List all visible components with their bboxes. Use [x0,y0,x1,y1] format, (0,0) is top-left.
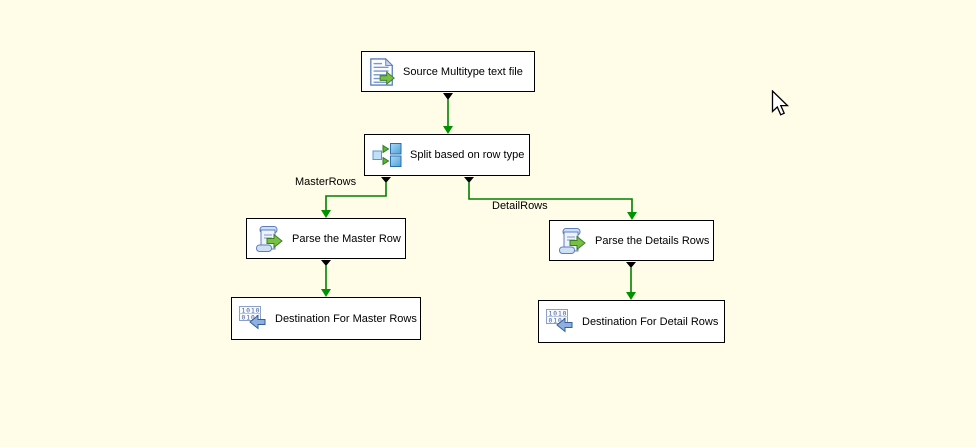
svg-text:1010: 1010 [242,307,261,314]
node-label: Source Multitype text file [403,65,523,78]
node-destination-for-master-rows[interactable]: 1010 0101 Destination For Master Rows [231,297,421,340]
node-label: Split based on row type [410,149,525,161]
conditional-split-icon [372,143,402,167]
flat-file-source-icon [370,57,395,86]
svg-text:0101: 0101 [242,314,261,321]
node-label: Parse the Master Row [292,232,401,245]
mouse-cursor-icon [771,90,790,116]
node-parse-the-details-rows[interactable]: Parse the Details Rows [549,220,714,261]
node-destination-for-detail-rows[interactable]: 1010 0101 Destination For Detail Rows [538,300,725,343]
connector-source-to-split[interactable] [443,93,453,134]
connection-label-detailrows: DetailRows [492,200,548,212]
script-component-icon [256,225,283,252]
connector-split-to-parse-detail[interactable] [464,177,637,220]
node-split-based-on-row-type[interactable]: Split based on row type [364,134,530,176]
svg-text:1010: 1010 [549,310,568,317]
node-parse-the-master-row[interactable]: Parse the Master Row [246,218,406,259]
connector-parse-master-to-dest-master[interactable] [321,260,331,297]
node-label: Parse the Details Rows [595,234,710,247]
connector-parse-detail-to-dest-detail[interactable] [626,262,636,300]
flat-file-destination-icon: 1010 0101 [239,305,266,330]
script-component-icon [559,227,586,254]
node-label: Destination For Detail Rows [582,315,719,328]
flat-file-destination-icon: 1010 0101 [546,308,573,333]
node-source-multitype-text-file[interactable]: Source Multitype text file [361,51,535,92]
connector-split-to-parse-master[interactable] [321,177,391,218]
svg-text:0101: 0101 [549,317,568,324]
connection-label-masterrows: MasterRows [295,176,357,188]
node-label: Destination For Master Rows [275,312,417,325]
